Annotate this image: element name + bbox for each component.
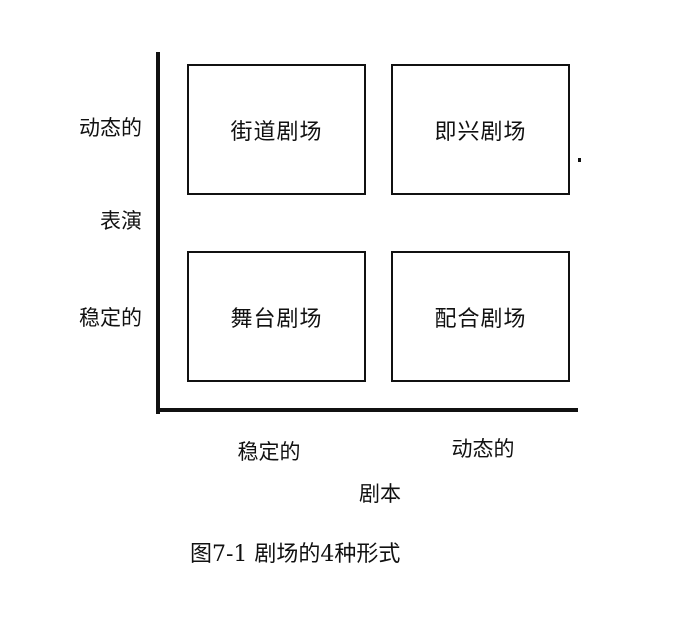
quadrant-improv-theater: 即兴剧场 <box>391 64 570 195</box>
x-axis-line <box>156 408 578 412</box>
quadrant-label: 街道剧场 <box>230 119 323 145</box>
quadrant-street-theater: 街道剧场 <box>187 64 366 195</box>
quadrant-stage-theater: 舞台剧场 <box>187 251 366 382</box>
quadrant-cooperative-theater: 配合剧场 <box>391 251 570 382</box>
scan-speck <box>578 158 581 162</box>
quadrant-label: 舞台剧场 <box>230 306 323 332</box>
y-axis-line <box>156 52 160 414</box>
y-axis-high-label: 动态的 <box>79 116 142 140</box>
x-axis-high-label: 动态的 <box>451 437 515 461</box>
y-axis-low-label: 稳定的 <box>79 306 142 330</box>
quadrant-label: 即兴剧场 <box>434 119 527 145</box>
x-axis-low-label: 稳定的 <box>237 440 301 464</box>
figure-caption: 图7-1 剧场的4种形式 <box>190 542 401 567</box>
quadrant-label: 配合剧场 <box>434 306 527 332</box>
x-axis-title: 剧本 <box>359 482 401 506</box>
y-axis-title: 表演 <box>100 209 142 233</box>
